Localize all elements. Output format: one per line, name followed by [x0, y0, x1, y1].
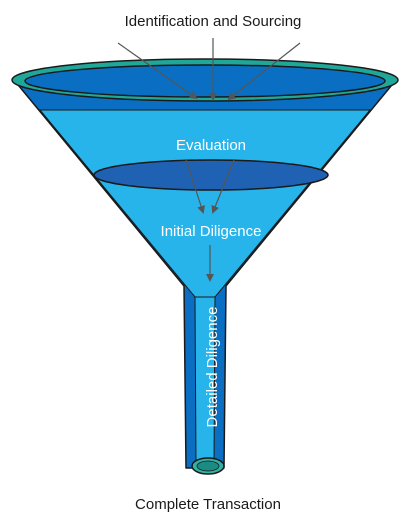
inner-ellipse	[93, 159, 329, 191]
arrow-top-right	[227, 42, 301, 101]
arrow-evaluation-left	[185, 159, 205, 214]
label-initial-diligence: Initial Diligence	[161, 223, 262, 240]
label-identification-sourcing: Identification and Sourcing	[125, 13, 302, 30]
arrow-evaluation-right	[211, 159, 235, 214]
label-complete-transaction: Complete Transaction	[135, 496, 281, 513]
label-detailed-diligence: Detailed Diligence	[204, 307, 221, 428]
label-evaluation: Evaluation	[176, 137, 246, 154]
arrow-top-left	[117, 42, 198, 100]
funnel-rim-opening	[24, 64, 386, 98]
funnel-spout-hole	[196, 460, 220, 472]
